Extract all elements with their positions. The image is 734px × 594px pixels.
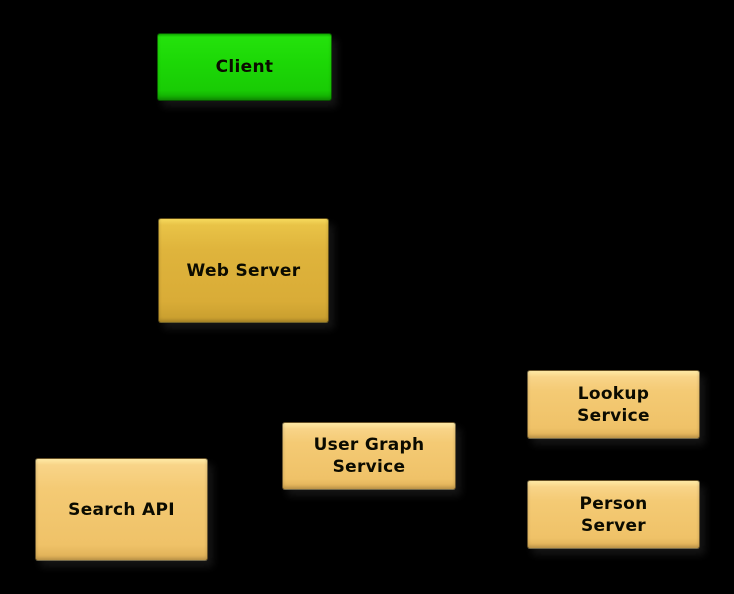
node-client: Client	[157, 33, 332, 101]
node-label: Service	[332, 457, 406, 477]
node-label: Web Server	[186, 260, 301, 281]
node-person-server: Person Server	[527, 480, 700, 549]
node-web-server: Web Server	[158, 218, 329, 323]
node-user-graph-service: User Graph Service	[282, 422, 456, 490]
node-label: Person	[579, 493, 648, 514]
node-lookup-service: Lookup Service	[527, 370, 700, 439]
node-label: Client	[215, 57, 274, 77]
node-label: Lookup	[577, 383, 650, 404]
node-label: Search API	[68, 499, 175, 520]
node-label: Service	[577, 405, 650, 426]
node-label: User Graph	[313, 435, 425, 455]
node-label: Server	[581, 515, 646, 536]
node-search-api: Search API	[35, 458, 208, 561]
